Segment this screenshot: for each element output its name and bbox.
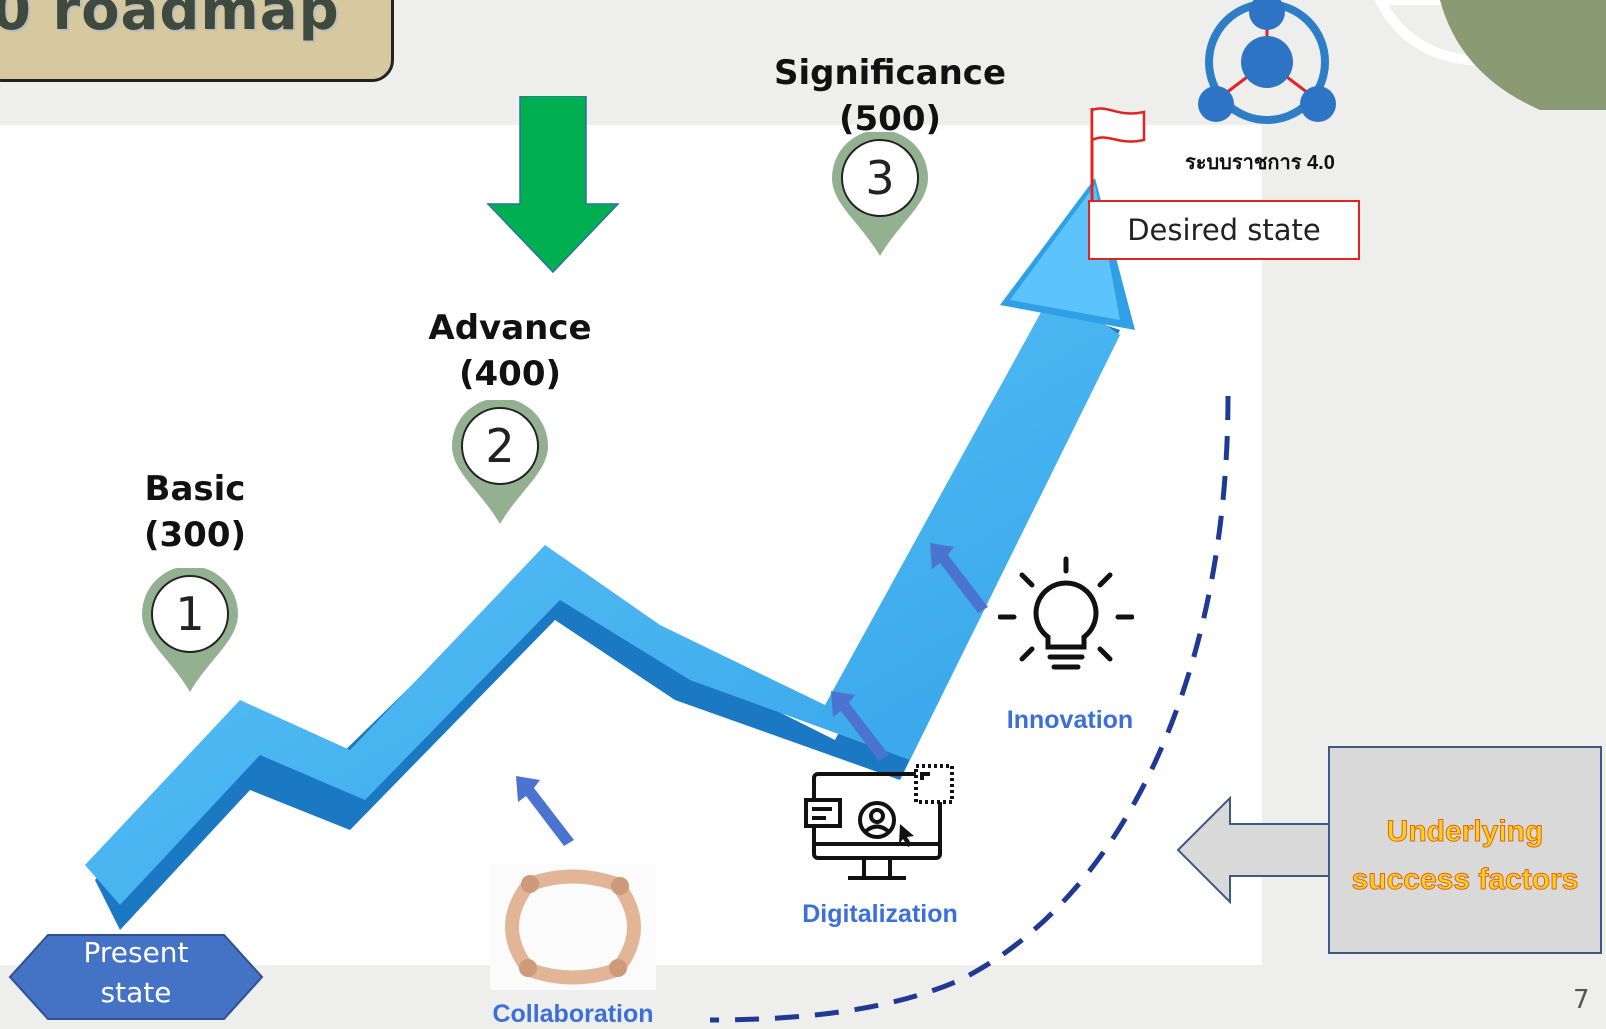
corner-decoration [1374,0,1606,110]
innovation-label: Innovation [1006,706,1134,734]
stage-2-label: Advance(400) [428,308,592,394]
stage-3-pin-icon [832,132,928,256]
page-number: 7 [1573,985,1590,1015]
stage-2-pin-icon [452,400,548,524]
present-state-shape [8,934,264,1020]
dashed-curve [709,395,1231,1023]
stage-1-pin-icon [142,568,238,692]
flag-icon [1090,107,1146,204]
digitalization-monitor-icon [804,764,954,880]
digitalization-label: Digitalization [802,900,958,928]
collaboration-pointer-icon [516,776,574,846]
stage-3-label: Significance(500) [773,53,1007,139]
down-arrow-icon [486,96,620,274]
stage-3-number: 3 [865,151,895,205]
innovation-pointer-icon [930,543,988,613]
innovation-lightbulb-icon [998,556,1134,670]
collaboration-hands-image [490,864,656,990]
underlying-success-factors-box [1328,746,1602,954]
stage-1-number: 1 [175,587,205,641]
stage-2-number: 2 [485,419,515,473]
collaboration-label: Collaboration [492,1000,654,1028]
digitalization-pointer-icon [831,691,889,761]
stage-1-label: Basic(300) [143,469,247,555]
thai-caption: ระบบราชการ 4.0 [1185,152,1335,174]
desired-state-box: Desired state [1088,200,1360,260]
title-banner [0,0,394,82]
thai-gov-4-0-emblem-icon [1198,0,1336,124]
left-pointer-arrow-icon [1176,796,1331,904]
page-title: 0 roadmap [0,0,340,43]
